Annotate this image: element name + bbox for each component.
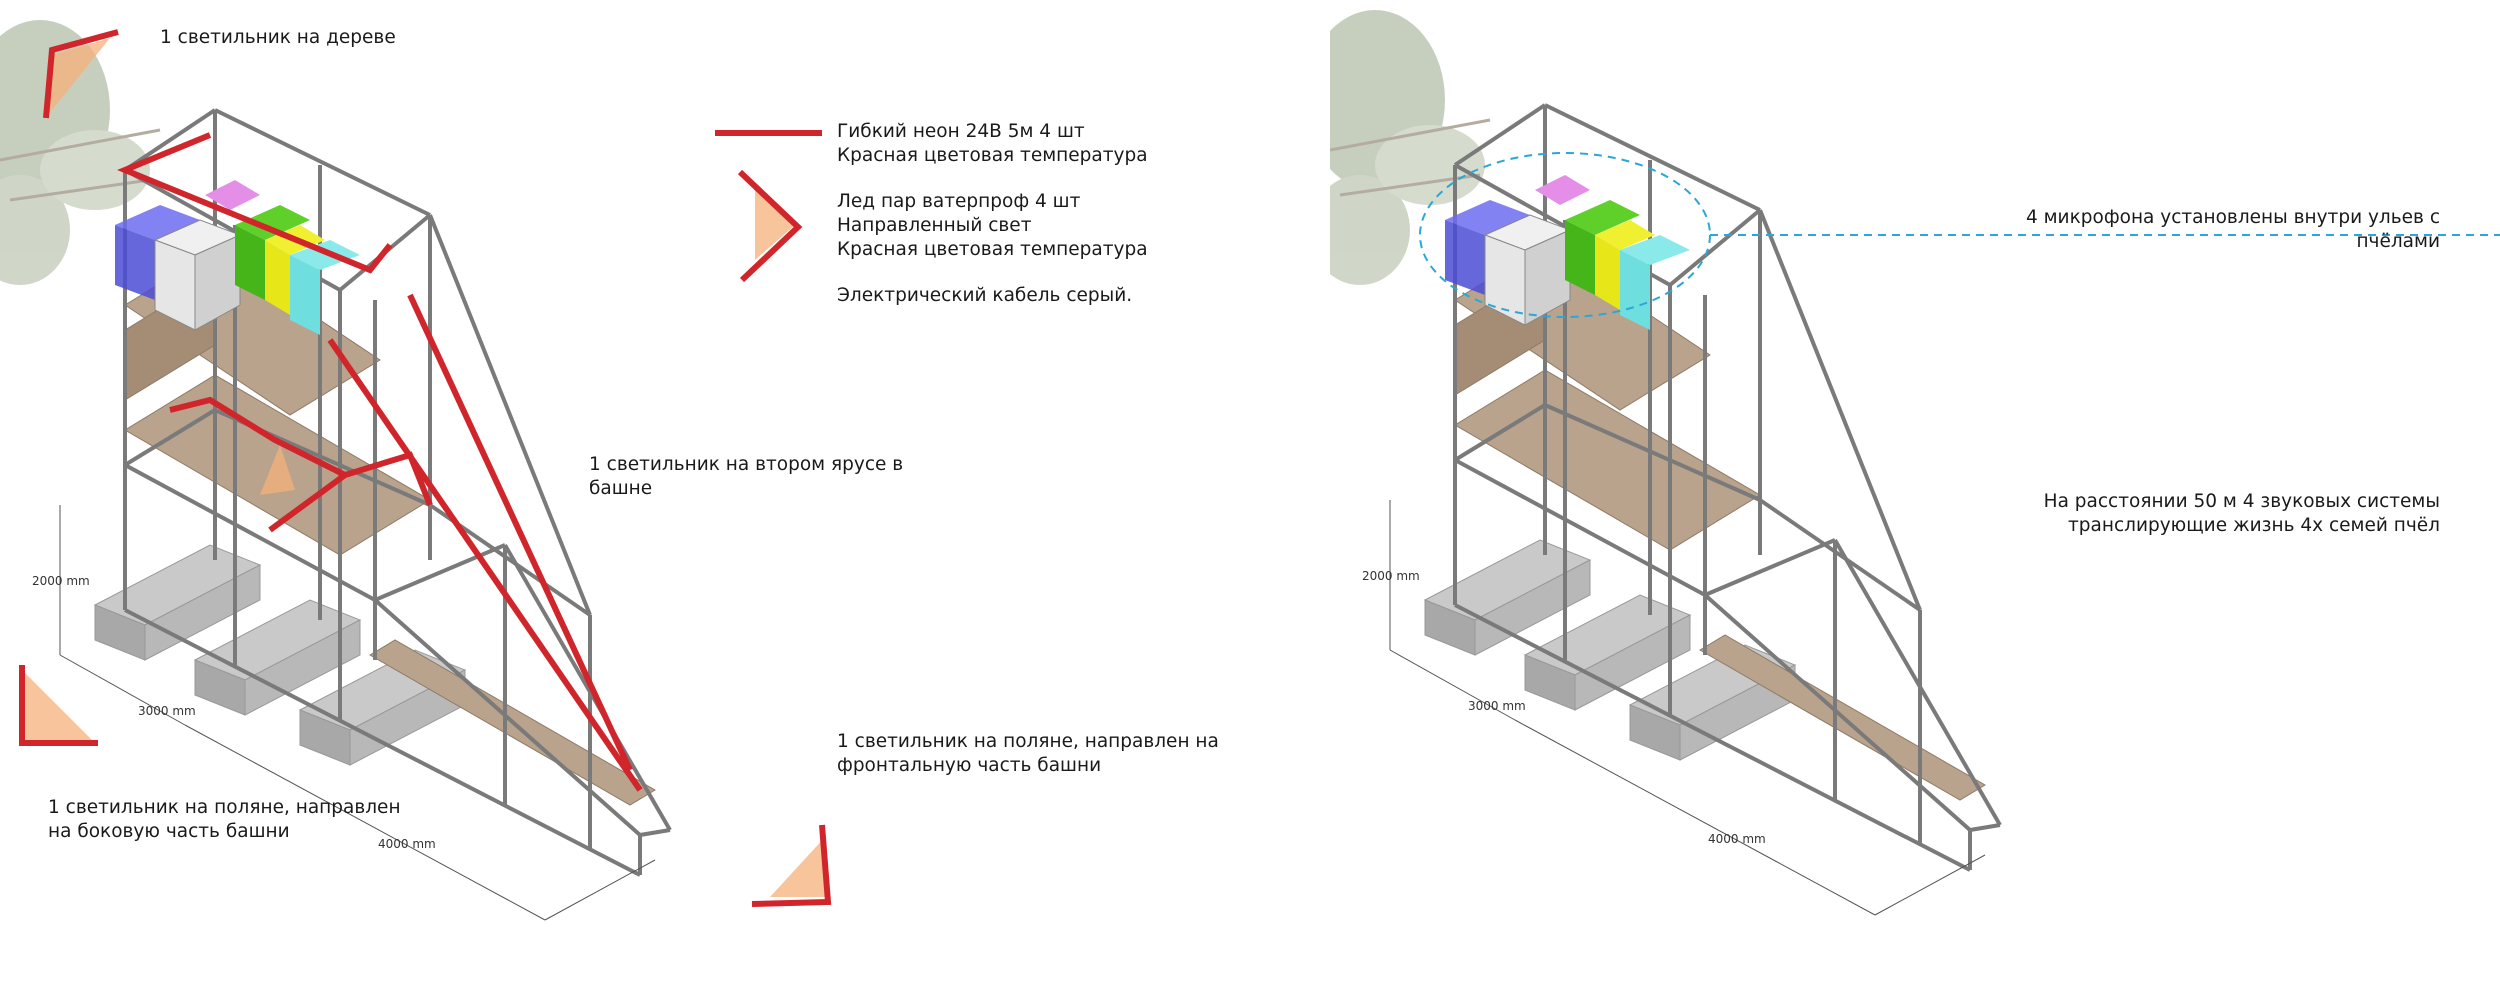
legend-neon-text: Гибкий неон 24В 5м 4 шт Красная цветовая…: [837, 121, 1148, 166]
dimension-lines: [1389, 500, 1986, 916]
tower-lighting-drawing: 2000 mm 3000 mm 4000 mm: [0, 20, 832, 921]
legend-led-symbol: [737, 169, 803, 283]
tree-foliage: [1330, 10, 1491, 285]
lamp-icon-tower: [260, 445, 295, 495]
scaffold-pipes: [1453, 103, 2002, 872]
legend-led-text: Лед пар ватерпроф 4 шт Направленный свет…: [837, 191, 1148, 260]
height-dimension: 2000 mm: [1362, 569, 1420, 583]
microphone-callout: [1419, 152, 2500, 318]
label-tree-light: 1 светильник на дереве: [160, 27, 396, 48]
beehives: [115, 180, 360, 335]
width-dimension: 3000 mm: [138, 704, 196, 718]
label-meadow-front: 1 светильник на поляне, направлен на фро…: [837, 731, 1219, 776]
neon-strips: [117, 132, 643, 792]
lamp-icon-front-meadow: [751, 824, 832, 907]
legend-cable-text: Электрический кабель серый.: [837, 285, 1133, 306]
label-speakers: На расстоянии 50 м 4 звуковых системы тр…: [2043, 491, 2440, 536]
label-meadow-side: 1 светильник на поляне, направлен на бок…: [48, 797, 401, 842]
label-second-tier: 1 светильник на втором ярусе в башне: [589, 454, 904, 499]
width-dimension: 3000 mm: [1468, 699, 1526, 713]
beehives: [1445, 175, 1690, 330]
concrete-blocks: [1423, 539, 1797, 761]
label-microphones: 4 микрофона установлены внутри ульев с п…: [2025, 207, 2440, 252]
tower-sound-drawing: 2000 mm 3000 mm 4000 mm: [1330, 10, 2500, 916]
sound-scheme-panel: 2000 mm 3000 mm 4000 mm 4 микрофона уста…: [1330, 0, 2500, 987]
lamp-icon-side-meadow: [19, 665, 98, 746]
lighting-scheme-panel: 2000 mm 3000 mm 4000 mm 1 светильник на …: [0, 20, 1219, 921]
dimension-lines: [59, 505, 656, 921]
height-dimension: 2000 mm: [32, 574, 90, 588]
length-dimension: 4000 mm: [1708, 832, 1766, 846]
length-dimension: 4000 mm: [378, 837, 436, 851]
lamp-icon-tree: [43, 29, 119, 119]
